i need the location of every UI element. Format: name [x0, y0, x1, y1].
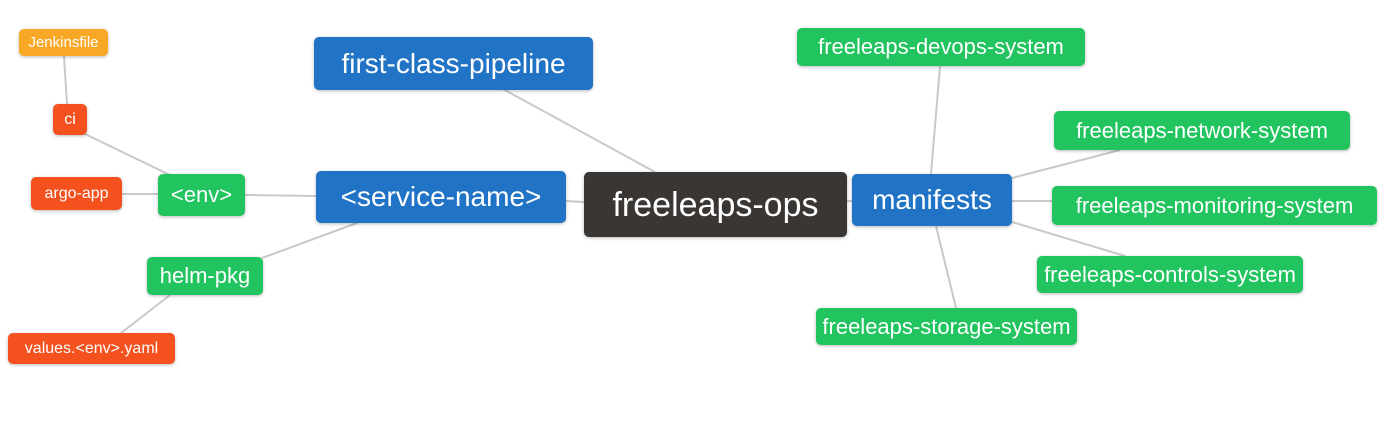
node-freeleaps-monitoring-system[interactable]: freeleaps-monitoring-system — [1052, 186, 1377, 225]
node-freeleaps-devops-system[interactable]: freeleaps-devops-system — [797, 28, 1085, 66]
node-values-env-yaml[interactable]: values.<env>.yaml — [8, 333, 175, 364]
node-env[interactable]: <env> — [158, 174, 245, 216]
node-service-name[interactable]: <service-name> — [316, 171, 566, 223]
edge-first-class-pipeline-to-freeleaps-ops — [502, 88, 656, 173]
node-ci[interactable]: ci — [53, 104, 87, 135]
edge-ci-to-env — [82, 132, 173, 177]
node-freeleaps-network-system[interactable]: freeleaps-network-system — [1054, 111, 1350, 150]
node-first-class-pipeline[interactable]: first-class-pipeline — [314, 37, 593, 90]
edge-service-name-to-freeleaps-ops — [565, 200, 585, 203]
node-jenkinsfile[interactable]: Jenkinsfile — [19, 29, 108, 56]
edge-env-to-service-name — [244, 194, 317, 197]
node-freeleaps-storage-system[interactable]: freeleaps-storage-system — [816, 308, 1077, 345]
node-manifests[interactable]: manifests — [852, 174, 1012, 226]
edge-manifests-to-freeleaps-controls-system — [1011, 221, 1126, 257]
edge-manifests-to-freeleaps-network-system — [1011, 149, 1121, 179]
node-helm-pkg[interactable]: helm-pkg — [147, 257, 263, 295]
edge-manifests-to-freeleaps-devops-system — [930, 65, 941, 175]
edge-manifests-to-freeleaps-storage-system — [935, 225, 957, 309]
node-freeleaps-controls-system[interactable]: freeleaps-controls-system — [1037, 256, 1303, 293]
node-freeleaps-ops[interactable]: freeleaps-ops — [584, 172, 847, 237]
edge-helm-pkg-to-values-env-yaml — [120, 294, 171, 334]
node-argo-app[interactable]: argo-app — [31, 177, 122, 210]
edge-service-name-to-helm-pkg — [261, 222, 358, 259]
edge-jenkinsfile-to-ci — [63, 55, 68, 105]
